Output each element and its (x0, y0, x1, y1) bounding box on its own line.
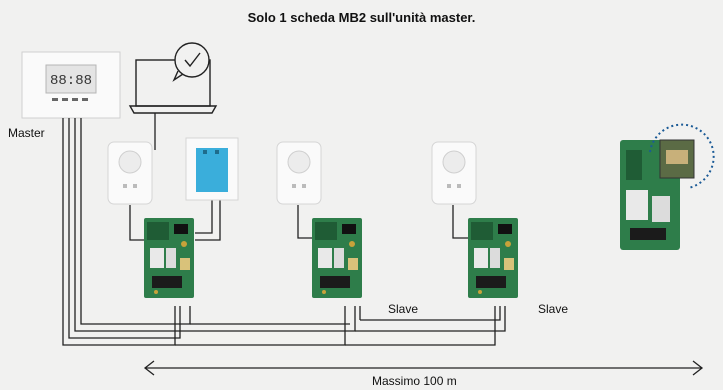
wall-thermostat (108, 142, 152, 204)
slave-label: Slave (388, 302, 418, 316)
mb2-board-detail (620, 125, 714, 250)
wall-thermostat (432, 142, 476, 204)
blue-remote-sensor (186, 138, 238, 200)
double-arrow-icon (145, 361, 702, 375)
master-label: Master (8, 126, 45, 140)
master-control-board (144, 218, 194, 298)
slave-control-board (468, 218, 518, 298)
distance-label: Massimo 100 m (372, 374, 457, 388)
wall-thermostat (277, 142, 321, 204)
display-digits: 88:88 (50, 73, 92, 89)
slave-label: Slave (538, 302, 568, 316)
master-display: 88:88 (22, 52, 120, 118)
checkmark-bubble-icon (174, 43, 209, 80)
slave-control-board (312, 218, 362, 298)
